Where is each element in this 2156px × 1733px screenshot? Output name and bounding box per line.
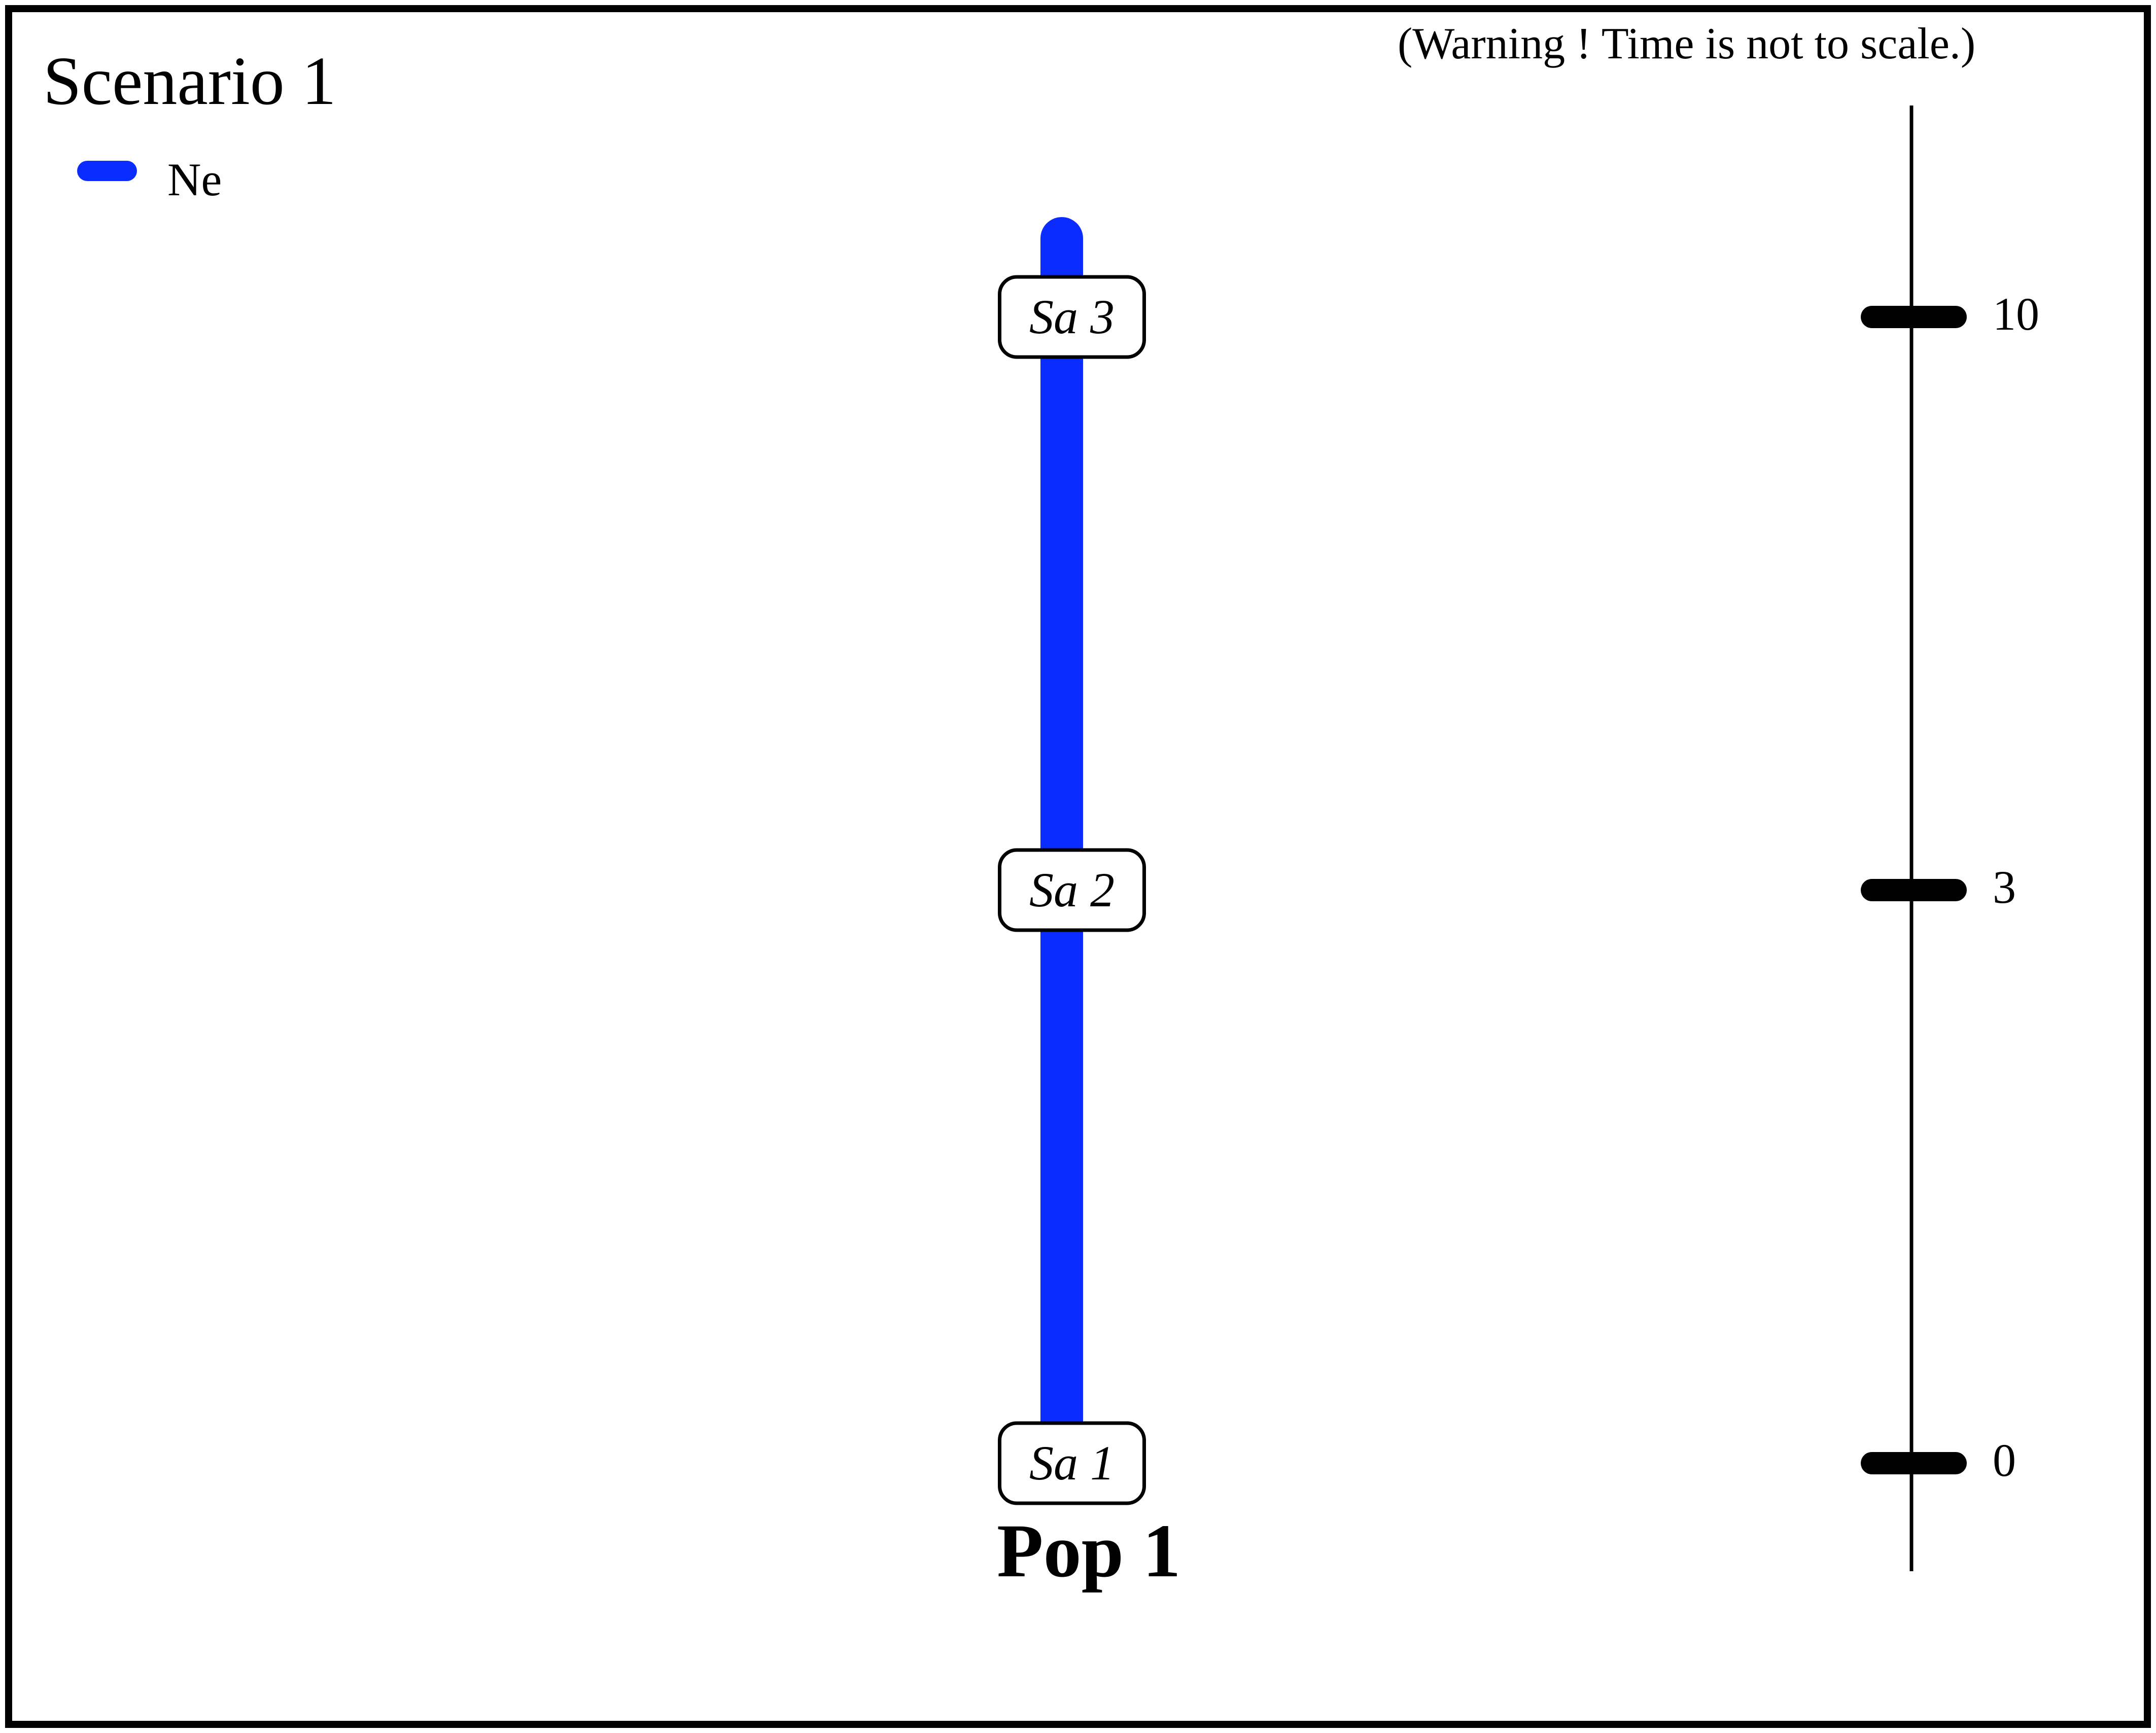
sample-label: Sa 2	[1029, 863, 1115, 917]
sample-box: Sa 2	[998, 848, 1146, 932]
sample-box-frame	[998, 1421, 1146, 1505]
time-tick-label: 3	[1993, 861, 2016, 913]
samples: Sa 1 Sa 2 Sa 3	[998, 275, 1146, 1505]
sample-label: Sa 3	[1029, 290, 1115, 344]
time-axis-ticks: 0 3 10	[1861, 288, 2039, 1486]
population-label: Pop 1	[997, 1509, 1181, 1593]
time-axis: 0 3 10	[1861, 105, 2039, 1571]
sample-box-frame	[998, 848, 1146, 932]
time-tick-label: 0	[1993, 1434, 2016, 1486]
time-tick-label: 10	[1993, 288, 2039, 340]
sample-box: Sa 3	[998, 275, 1146, 359]
scenario-title: Scenario 1	[43, 43, 336, 119]
sample-label: Sa 1	[1029, 1436, 1115, 1490]
legend-ne-label: Ne	[167, 154, 222, 205]
legend: Ne	[77, 154, 222, 205]
sample-box-frame	[998, 275, 1146, 359]
sample-box: Sa 1	[998, 1421, 1146, 1505]
time-scale-warning: (Warning ! Time is not to scale.)	[1398, 19, 1975, 68]
